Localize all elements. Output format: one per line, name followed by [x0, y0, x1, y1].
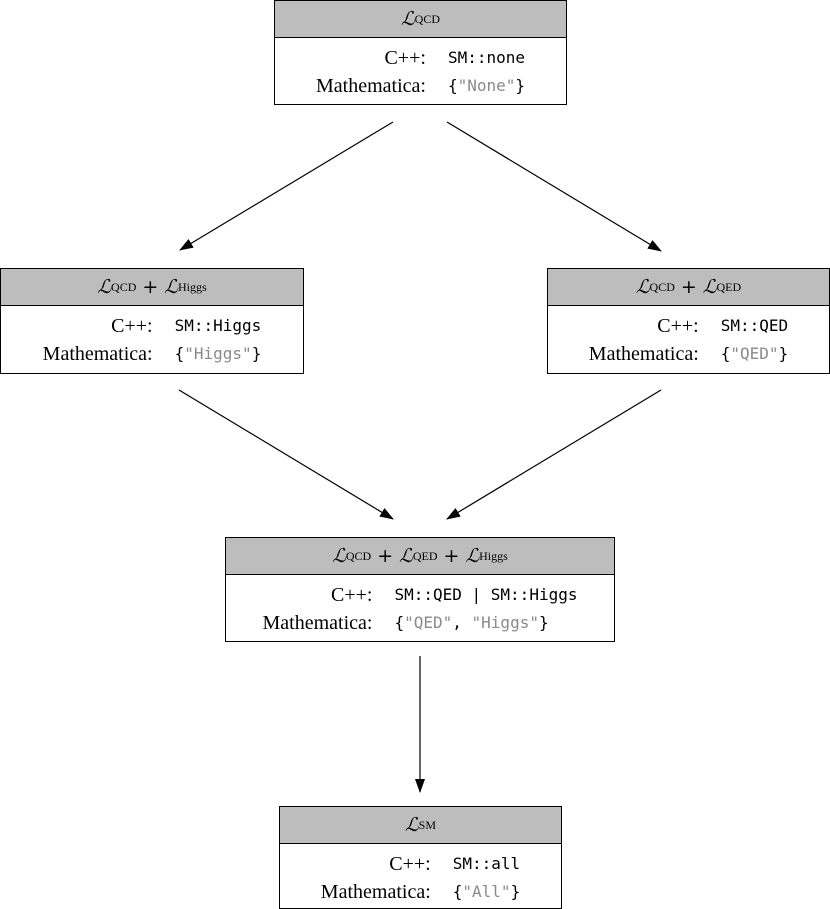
plus-operator: + [680, 276, 697, 298]
mathematica-label: Mathematica: [315, 75, 426, 97]
mathematica-label: Mathematica: [320, 881, 431, 903]
cpp-label: C++: [657, 315, 699, 337]
lagrangian-subscript: QCD [649, 279, 675, 294]
brace-open: { [447, 76, 458, 95]
node-bindings: C++: SM::Higgs Mathematica: {"Higgs"} [1, 306, 303, 365]
lagrangian-symbol: ℒ [164, 276, 178, 298]
cpp-label: C++: [111, 315, 153, 337]
cpp-label: C++: [389, 853, 431, 875]
plus-operator: + [443, 545, 460, 567]
mathematica-value: {"QED"} [721, 343, 788, 365]
lagrangian-symbol: ℒ [635, 276, 650, 298]
mathematica-string: "None" [457, 76, 516, 95]
lagrangian-symbol: ℒ [702, 276, 717, 298]
brace-close: } [251, 344, 262, 363]
cpp-value: SM::QED [720, 316, 789, 335]
edge-higgs-to-combined [178, 389, 394, 520]
plus-operator: + [377, 545, 394, 567]
mathematica-value: {"All"} [453, 881, 520, 903]
mathematica-string: "Higgs" [184, 344, 252, 363]
mathematica-value: {"Higgs"} [175, 343, 262, 365]
mathematica-string: "QED" [730, 344, 779, 363]
lagrangian-symbol: ℒ [465, 545, 480, 567]
cpp-value: SM::all [452, 854, 521, 873]
lagrangian-subscript: Higgs [177, 279, 207, 294]
lagrangian-symbol: ℒ [97, 276, 112, 298]
brace-close: } [510, 882, 521, 901]
cpp-value: SM::none [447, 48, 525, 67]
lagrangian-subscript: QCD [414, 11, 441, 26]
brace-open: { [394, 613, 405, 632]
list-separator: , [452, 613, 472, 632]
lagrangian-subscript: Higgs [479, 548, 508, 563]
lagrangian-subscript: QED [716, 279, 742, 294]
mathematica-value: {"QED", "Higgs"} [394, 612, 577, 634]
lagrangian-symbol: ℒ [404, 814, 419, 836]
brace-close: } [538, 613, 549, 632]
edge-qcd-to-qed [446, 121, 662, 252]
edge-qcd-to-higgs [179, 121, 394, 251]
cpp-value: SM::Higgs [174, 316, 262, 335]
mathematica-string: "All" [462, 882, 511, 901]
cpp-label: C++: [330, 584, 373, 606]
mathematica-value: {"None"} [448, 75, 525, 97]
node-bindings: C++: SM::QED Mathematica: {"QED"} [548, 306, 829, 365]
brace-close: } [515, 76, 526, 95]
brace-close: } [778, 344, 789, 363]
mathematica-string: "QED" [404, 613, 453, 632]
cpp-value: SM::QED | SM::Higgs [394, 585, 578, 604]
brace-open: { [720, 344, 731, 363]
lagrangian-symbol: ℒ [399, 545, 413, 567]
lagrangian-symbol: ℒ [332, 545, 346, 567]
lagrangian-subscript: SM [418, 817, 437, 832]
brace-open: { [174, 344, 185, 363]
mathematica-label: Mathematica: [588, 343, 699, 365]
lagrangian-subscript: QCD [345, 548, 372, 563]
lagrangian-subscript: QED [412, 548, 438, 563]
lagrangian-symbol: ℒ [400, 8, 415, 30]
node-bindings: C++: SM::none Mathematica: {"None"} [275, 38, 566, 97]
cpp-label: C++: [384, 47, 426, 69]
plus-operator: + [142, 276, 159, 298]
mathematica-label: Mathematica: [262, 612, 373, 634]
mathematica-string: "Higgs" [471, 613, 539, 632]
node-bindings: C++: SM::QED | SM::Higgs Mathematica: {"… [226, 575, 614, 634]
mathematica-label: Mathematica: [42, 343, 153, 365]
node-bindings: C++: SM::all Mathematica: {"All"} [280, 844, 561, 903]
edge-qed-to-combined [446, 389, 662, 520]
lagrangian-subscript: QCD [111, 279, 137, 294]
brace-open: { [452, 882, 463, 901]
